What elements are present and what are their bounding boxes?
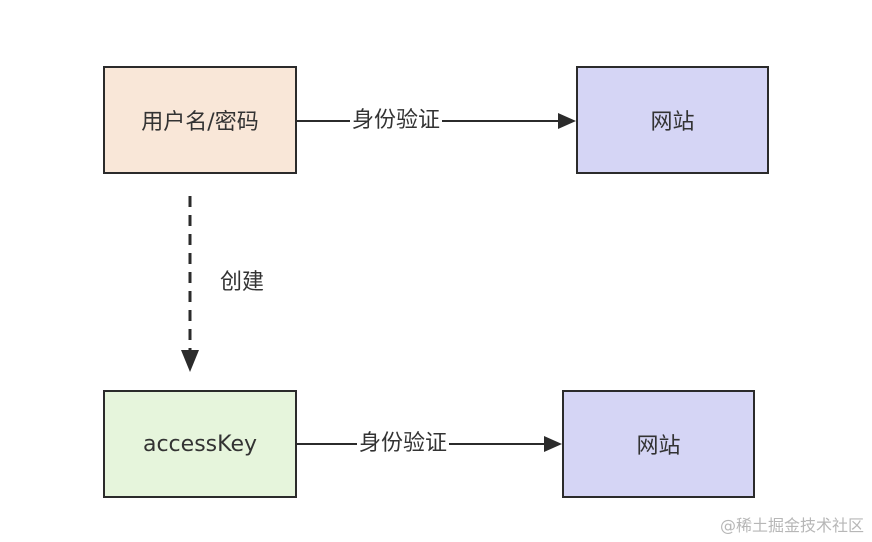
node-website-bottom: 网站 [562, 390, 755, 498]
node-access-key: accessKey [103, 390, 297, 498]
node-credentials: 用户名/密码 [103, 66, 297, 174]
node-website-bottom-label: 网站 [636, 434, 681, 459]
edge-auth-top-arrowhead [558, 113, 576, 129]
edge-create-label: 创建 [220, 270, 265, 295]
node-access-key-label: accessKey [142, 431, 258, 457]
watermark-text: @稀土掘金技术社区 [719, 516, 864, 535]
edge-create-arrowhead [181, 350, 199, 372]
edge-auth-bottom-arrowhead [544, 436, 562, 452]
edge-auth-top-label: 身份验证 [350, 107, 443, 135]
node-website-top: 网站 [576, 66, 769, 174]
node-credentials-label: 用户名/密码 [141, 110, 259, 135]
edge-auth-bottom-label: 身份验证 [357, 430, 450, 458]
node-website-top-label: 网站 [650, 110, 695, 135]
